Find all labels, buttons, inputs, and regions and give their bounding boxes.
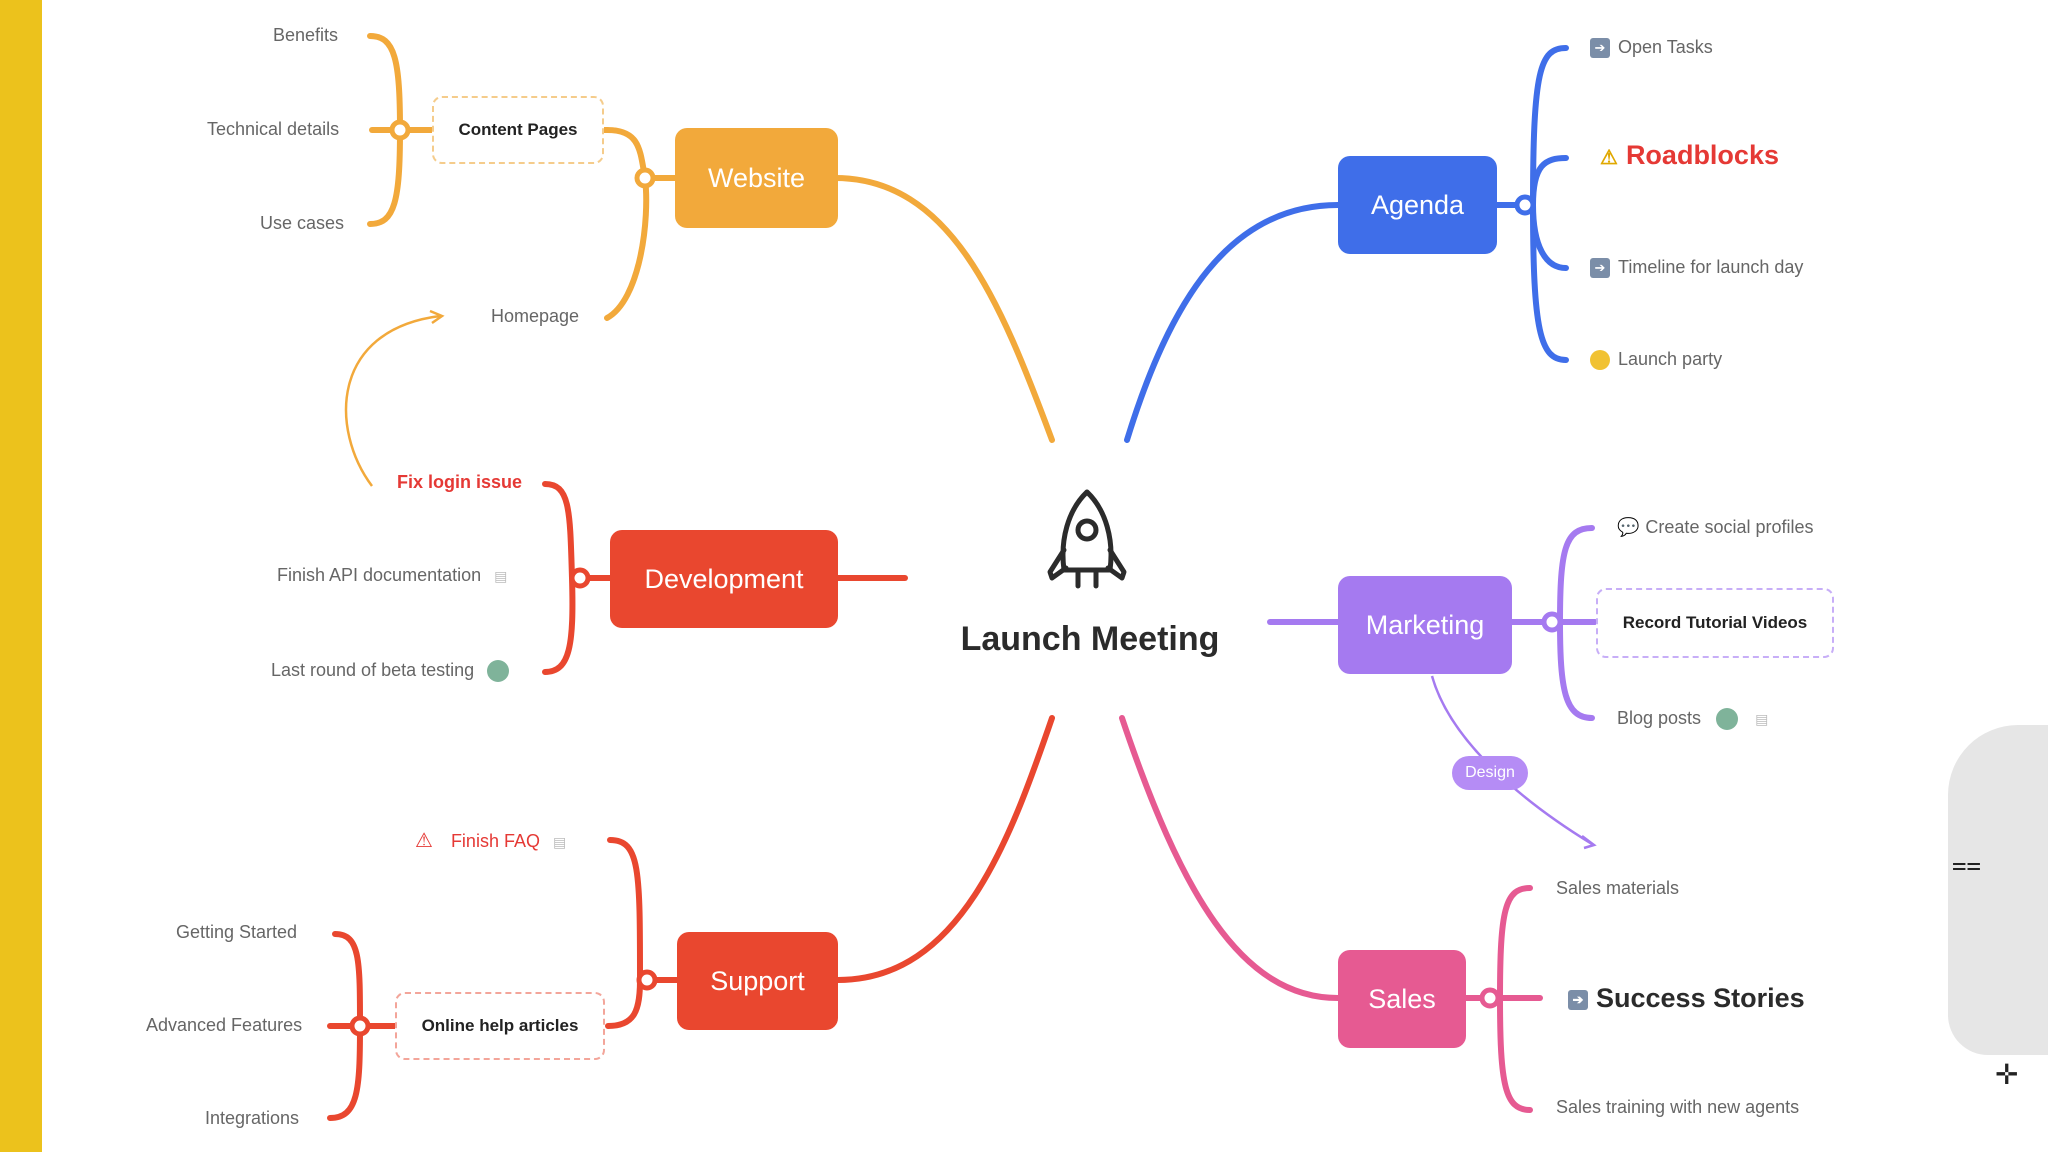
timeline-item[interactable]: ➔ Timeline for launch day: [1590, 257, 1804, 279]
technical-details-item[interactable]: Technical details: [207, 119, 340, 139]
online-help-articles-box[interactable]: Online help articles: [395, 992, 605, 1060]
marketing-node[interactable]: Marketing: [1338, 576, 1512, 674]
fix-login-issue-item[interactable]: Fix login issue: [397, 472, 523, 492]
development-label: Development: [644, 563, 804, 594]
beta-testing-item[interactable]: Last round of beta testing: [271, 660, 510, 683]
finish-faq-item[interactable]: ⚠ Finish FAQ ▤: [415, 828, 566, 853]
benefits-item[interactable]: Benefits: [273, 25, 339, 45]
warning-icon: ⚠: [1600, 147, 1618, 169]
support-node[interactable]: Support: [677, 932, 838, 1030]
website-label: Website: [707, 162, 806, 193]
left-accent-bar: [0, 0, 42, 1152]
note-icon: ▤: [552, 834, 567, 850]
avatar-icon: [1716, 708, 1739, 731]
sales-label: Sales: [1368, 983, 1436, 1014]
side-decoration: [1948, 725, 2048, 1055]
mind-map-canvas: [98, 0, 1948, 1152]
getting-started-item[interactable]: Getting Started: [176, 922, 298, 942]
content-pages-box[interactable]: Content Pages: [432, 96, 604, 164]
chat-bubble-icon: 💬: [1617, 517, 1640, 537]
success-stories-item[interactable]: ➔ Success Stories: [1568, 983, 1805, 1014]
arrow-right-icon: ➔: [1568, 989, 1588, 1010]
blog-posts-label: Blog posts: [1617, 708, 1702, 728]
agenda-label: Agenda: [1370, 189, 1465, 220]
create-social-profiles-item[interactable]: 💬Create social profiles: [1617, 517, 1814, 538]
open-tasks-label: Open Tasks: [1618, 37, 1713, 57]
grip-icon: ==: [1952, 852, 1981, 880]
warning-icon: ⚠: [415, 830, 433, 852]
note-icon: ▤: [494, 568, 508, 584]
finish-faq-label: Finish FAQ: [450, 831, 540, 851]
finish-api-doc-label: Finish API documentation: [277, 565, 482, 585]
development-node[interactable]: Development: [610, 530, 838, 628]
agenda-node[interactable]: Agenda: [1338, 156, 1497, 254]
online-help-label: Online help articles: [421, 1016, 579, 1035]
sales-node[interactable]: Sales: [1338, 950, 1466, 1048]
launch-party-item[interactable]: Launch party: [1590, 349, 1723, 371]
website-node[interactable]: Website: [675, 128, 838, 228]
design-tag[interactable]: Design: [1452, 756, 1528, 790]
support-label: Support: [710, 965, 805, 996]
roadblocks-label: Roadblocks: [1625, 140, 1779, 170]
note-icon: ▤: [1755, 711, 1769, 727]
record-tutorial-videos-label: Record Tutorial Videos: [1622, 613, 1808, 632]
arrow-right-icon: ➔: [1590, 38, 1610, 59]
marketing-label: Marketing: [1365, 609, 1485, 640]
advanced-features-item[interactable]: Advanced Features: [146, 1015, 303, 1035]
open-tasks-item[interactable]: ➔ Open Tasks: [1590, 37, 1713, 59]
timeline-label: Timeline for launch day: [1618, 257, 1804, 277]
content-pages-label: Content Pages: [458, 120, 578, 139]
smiley-icon: [1590, 350, 1610, 371]
launch-party-label: Launch party: [1618, 349, 1723, 369]
finish-api-doc-item[interactable]: Finish API documentation ▤: [277, 565, 507, 586]
use-cases-item[interactable]: Use cases: [260, 213, 345, 233]
blog-posts-item[interactable]: Blog posts ▤: [1617, 708, 1769, 731]
create-social-profiles-label: Create social profiles: [1645, 517, 1814, 537]
beta-testing-label: Last round of beta testing: [271, 660, 475, 680]
arrow-right-icon: ➔: [1590, 258, 1610, 279]
sales-training-item[interactable]: Sales training with new agents: [1556, 1097, 1800, 1117]
integrations-item[interactable]: Integrations: [205, 1108, 300, 1128]
central-topic[interactable]: Launch Meeting: [960, 620, 1220, 658]
sparkle-icon: ✛: [1995, 1059, 2019, 1090]
rocket-icon: [1047, 489, 1127, 589]
record-tutorial-videos-box[interactable]: Record Tutorial Videos: [1596, 588, 1834, 658]
avatar-icon: [487, 660, 510, 683]
sales-materials-item[interactable]: Sales materials: [1556, 878, 1680, 898]
success-stories-label: Success Stories: [1596, 983, 1805, 1013]
roadblocks-item[interactable]: ⚠ Roadblocks: [1600, 140, 1779, 171]
homepage-item[interactable]: Homepage: [491, 306, 580, 326]
